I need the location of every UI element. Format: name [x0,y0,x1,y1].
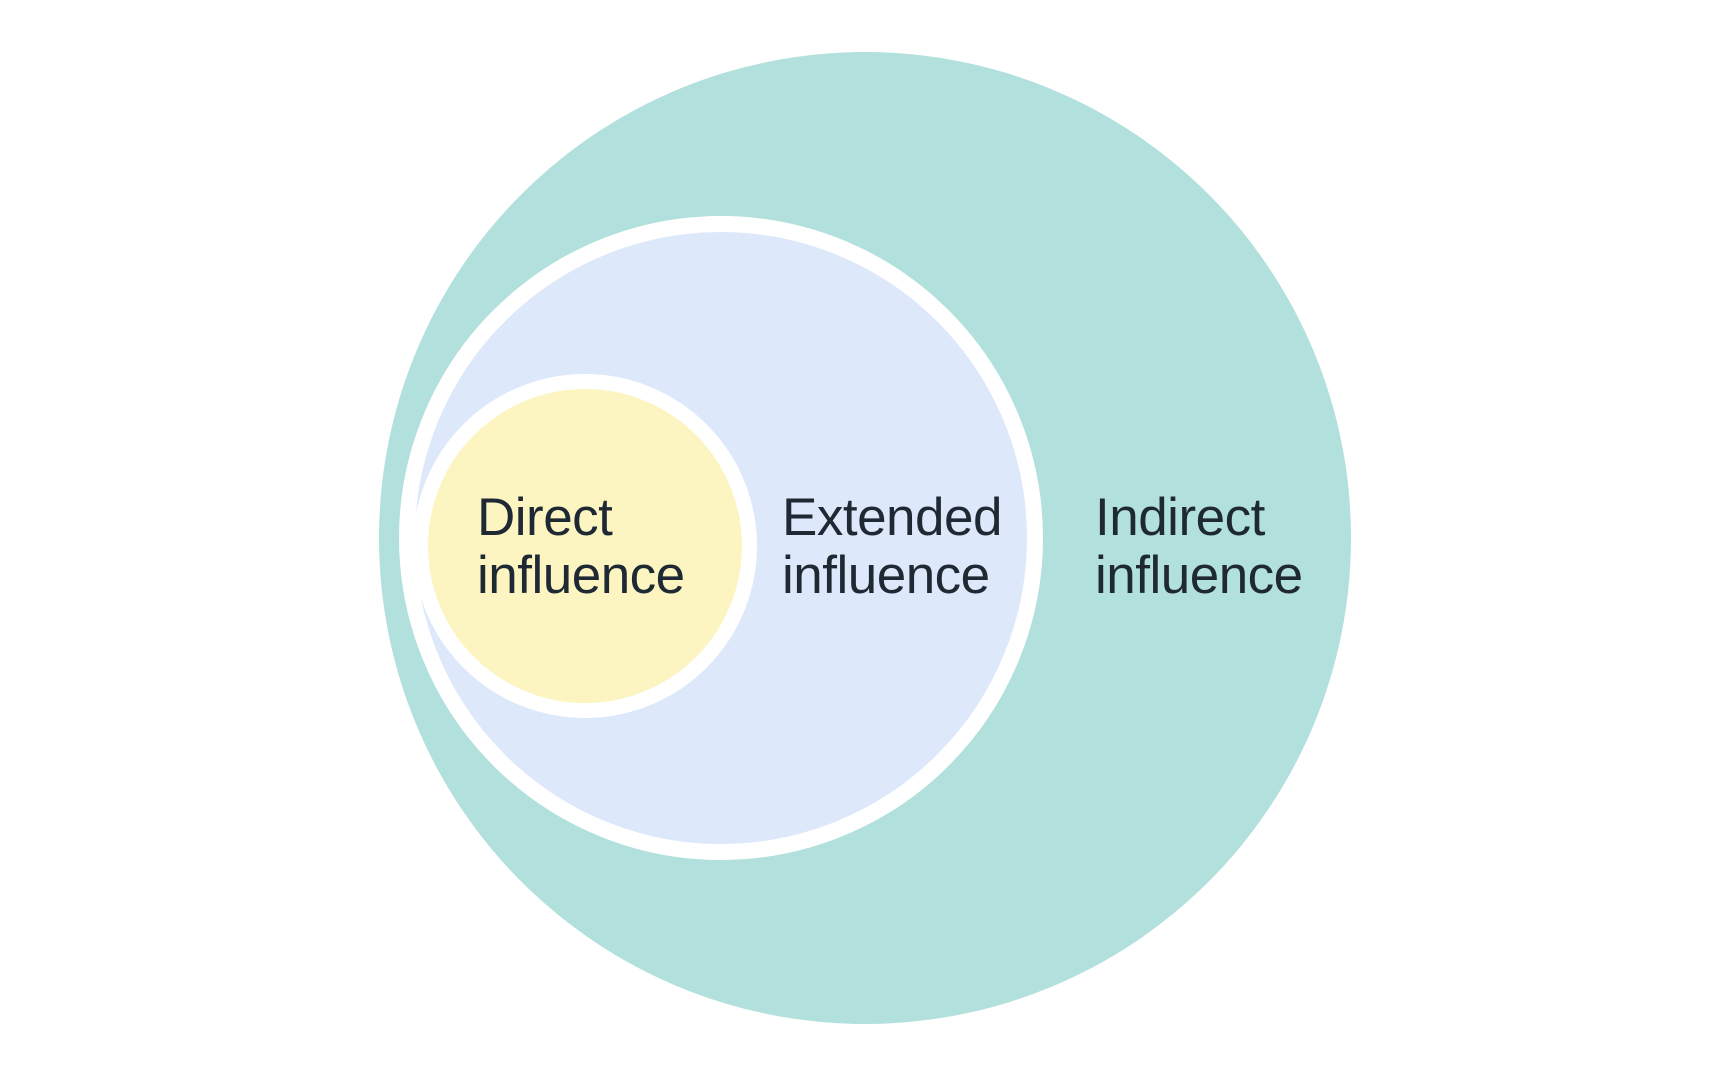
extended-influence-label-line2: influence [782,546,990,605]
indirect-influence-label-line1: Indirect [1095,488,1265,547]
extended-influence-label-line1: Extended [782,488,1002,547]
direct-influence-label-line1: Direct [477,488,613,547]
direct-influence-label-line2: influence [477,546,685,605]
direct-influence-label: Direct influence [477,489,685,605]
indirect-influence-label: Indirect influence [1095,489,1303,605]
extended-influence-label: Extended influence [782,489,1002,605]
indirect-influence-label-line2: influence [1095,546,1303,605]
